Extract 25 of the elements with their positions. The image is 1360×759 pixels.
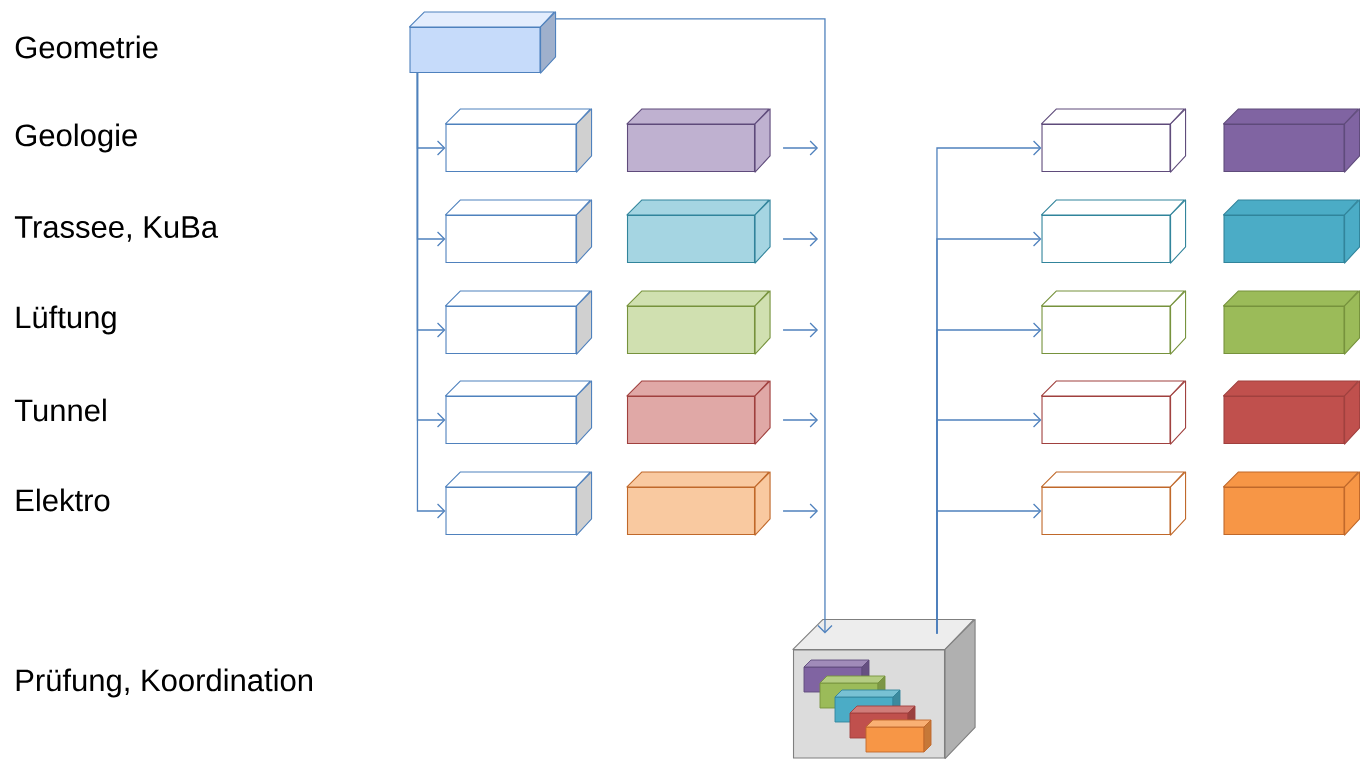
cube-box: [408, 11, 557, 74]
row-label: Tunnel: [14, 398, 106, 422]
cube-box: [1222, 290, 1360, 355]
row-label: Lüftung: [16, 305, 116, 335]
cube-box: [1222, 108, 1360, 173]
row-label: Trassee, KuBa: [14, 216, 219, 242]
arrow: [936, 503, 1042, 635]
cube-box: [1040, 290, 1187, 355]
cube-box: [1222, 380, 1360, 445]
cube-box: [1040, 199, 1187, 264]
row-label: Elektro: [16, 488, 110, 512]
cube-box: [444, 471, 593, 536]
row-label: Geologie: [15, 123, 137, 153]
cube-box: [444, 290, 593, 355]
cube-box: [1222, 199, 1360, 264]
row-label: Prüfung, Koordination: [16, 668, 312, 698]
cube-box: [1222, 471, 1360, 536]
cube-box: [444, 108, 593, 173]
cube-box: [1040, 380, 1187, 445]
arrow: [416, 72, 446, 519]
cube-box: [1040, 471, 1187, 536]
cube-box: [444, 199, 593, 264]
row-label: Geometrie: [15, 35, 158, 59]
cube-box: [444, 380, 593, 445]
cube-box: [1040, 108, 1187, 173]
